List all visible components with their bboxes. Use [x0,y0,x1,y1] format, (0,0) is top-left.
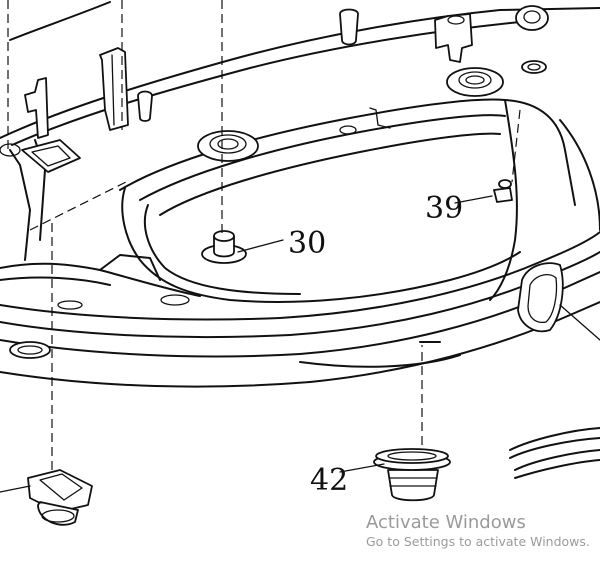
cable-fragment [509,427,600,479]
watermark-subtitle: Go to Settings to activate Windows. [366,534,590,549]
leader-lines [0,195,493,493]
part-30-stud [201,230,247,264]
housing-shell [0,1,600,388]
part-42-grommet [373,448,451,502]
mounting-bosses [0,5,549,173]
callout-30: 30 [288,226,326,261]
windows-activation-watermark: Activate Windows Go to Settings to activ… [366,512,590,550]
bottom-left-grommet [27,469,93,526]
part-39-screw [493,179,513,203]
callout-42: 42 [310,463,348,498]
assembly-axes [7,0,521,470]
watermark-title: Activate Windows [366,512,526,533]
callout-39: 39 [425,191,463,226]
